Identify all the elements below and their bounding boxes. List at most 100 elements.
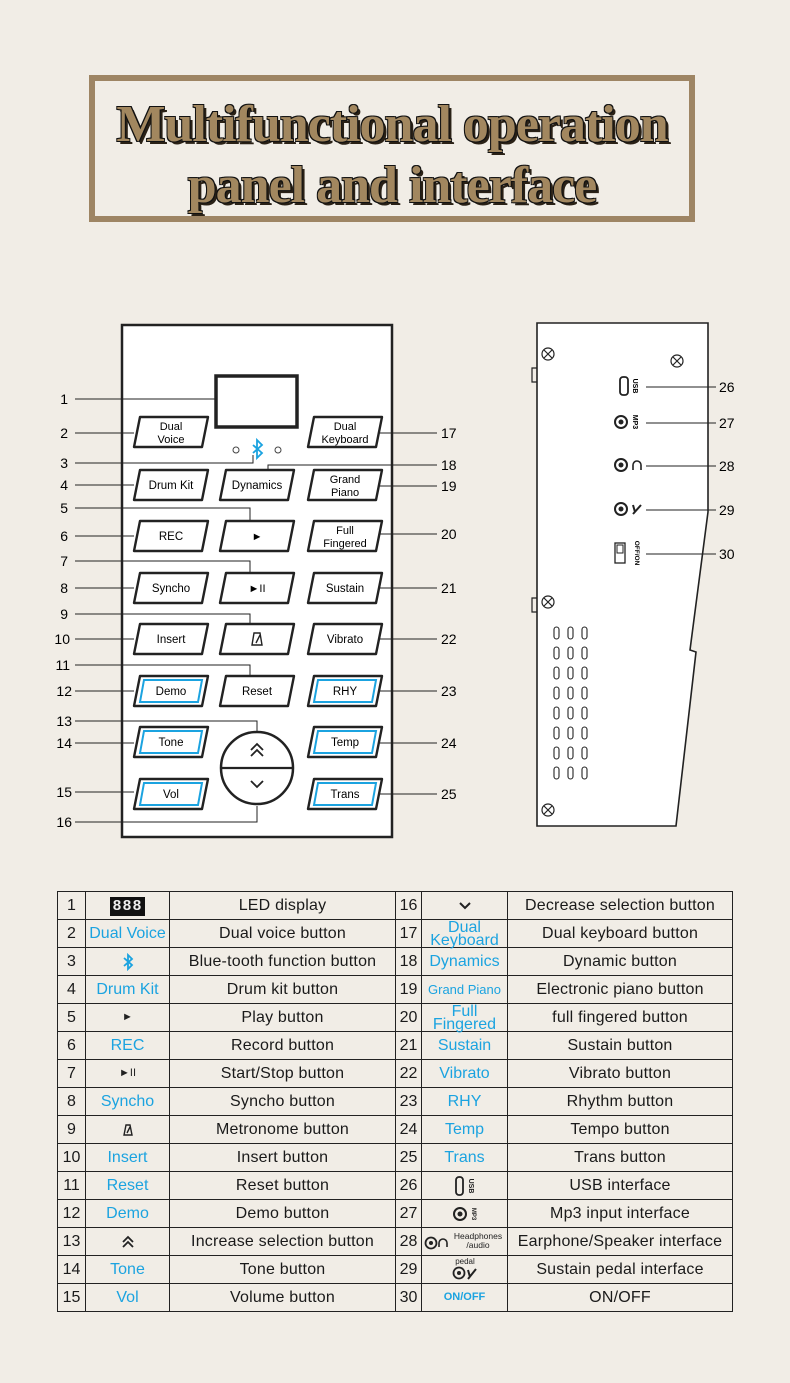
row-num: 7 bbox=[57, 1059, 86, 1088]
callout-21: 21 bbox=[441, 580, 457, 596]
bluetooth-icon bbox=[252, 437, 264, 461]
row-symbol: Syncho bbox=[85, 1087, 170, 1116]
row-desc: Trans button bbox=[507, 1143, 733, 1172]
double-chevron-up-icon[interactable] bbox=[250, 742, 264, 757]
row-desc: LED display bbox=[169, 891, 396, 920]
table-row: 6 REC Record button 21 Sustain Sustain b… bbox=[57, 1031, 733, 1060]
callout-20: 20 bbox=[441, 526, 457, 542]
chevron-down-icon[interactable] bbox=[250, 780, 264, 789]
row-num: 29 bbox=[395, 1255, 422, 1284]
row-symbol: Grand Piano bbox=[421, 975, 508, 1004]
row-symbol: RHY bbox=[421, 1087, 508, 1116]
table-row: 15 Vol Volume button 30 ON/OFF ON/OFF bbox=[57, 1283, 733, 1312]
row-num: 15 bbox=[57, 1283, 86, 1312]
syncho-button[interactable]: Syncho bbox=[132, 571, 210, 605]
title-line-2: panel and interface bbox=[187, 157, 598, 214]
power-switch[interactable] bbox=[614, 542, 626, 564]
led-display bbox=[214, 374, 299, 429]
callout-10: 10 bbox=[54, 631, 70, 647]
start-stop-button[interactable]: ►II bbox=[218, 571, 296, 605]
play-icon: ► bbox=[85, 1003, 170, 1032]
row-symbol: Dynamics bbox=[421, 947, 508, 976]
svg-text:►II: ►II bbox=[249, 583, 266, 595]
row-num: 18 bbox=[395, 947, 422, 976]
mp3-jack-icon[interactable] bbox=[614, 415, 628, 429]
row-desc: Dual keyboard button bbox=[507, 919, 733, 948]
pedal-jack-icon[interactable] bbox=[614, 502, 628, 516]
svg-text:Insert: Insert bbox=[157, 634, 187, 646]
svg-text:Temp: Temp bbox=[331, 737, 359, 749]
bluetooth-icon bbox=[122, 952, 133, 971]
callout-23: 23 bbox=[441, 683, 457, 699]
rhy-button[interactable]: RHY bbox=[306, 674, 384, 708]
trans-button[interactable]: Trans bbox=[306, 777, 384, 811]
play-button[interactable]: ► bbox=[218, 519, 296, 553]
row-num: 25 bbox=[395, 1143, 422, 1172]
row-num: 26 bbox=[395, 1171, 422, 1200]
callout-6: 6 bbox=[60, 528, 68, 544]
svg-text:Demo: Demo bbox=[156, 686, 187, 698]
row-desc: Earphone/Speaker interface bbox=[507, 1227, 733, 1256]
svg-text:Tone: Tone bbox=[159, 737, 184, 749]
row-desc: ON/OFF bbox=[507, 1283, 733, 1312]
drum-kit-button[interactable]: Drum Kit bbox=[132, 468, 210, 502]
row-symbol: Drum Kit bbox=[85, 975, 170, 1004]
reset-button[interactable]: Reset bbox=[218, 674, 296, 708]
table-row: 9 Metronome button 24 Temp Tempo button bbox=[57, 1115, 733, 1144]
usb-port-icon[interactable] bbox=[619, 376, 629, 396]
row-symbol: Full Fingered bbox=[421, 1003, 508, 1032]
callout-18: 18 bbox=[441, 457, 457, 473]
svg-text:►: ► bbox=[252, 531, 263, 543]
svg-text:Sustain: Sustain bbox=[326, 583, 364, 595]
dynamics-button[interactable]: Dynamics bbox=[218, 468, 296, 502]
row-symbol: Tone bbox=[85, 1255, 170, 1284]
headphone-jack-icon[interactable] bbox=[614, 458, 628, 472]
svg-text:Grand: Grand bbox=[330, 474, 361, 486]
row-num: 9 bbox=[57, 1115, 86, 1144]
metronome-button[interactable] bbox=[218, 622, 296, 656]
row-symbol: Temp bbox=[421, 1115, 508, 1144]
headphones-icon bbox=[632, 460, 642, 470]
row-desc: Reset button bbox=[169, 1171, 396, 1200]
table-row: 1 888 LED display 16 Decrease selection … bbox=[57, 891, 733, 920]
row-desc: Sustain button bbox=[507, 1031, 733, 1060]
row-num: 21 bbox=[395, 1031, 422, 1060]
row-num: 1 bbox=[57, 891, 86, 920]
vol-button[interactable]: Vol bbox=[132, 777, 210, 811]
callout-28: 28 bbox=[719, 458, 735, 474]
row-symbol: Dual Keyboard bbox=[421, 919, 508, 948]
chevron-down-icon bbox=[458, 902, 471, 910]
row-num: 13 bbox=[57, 1227, 86, 1256]
callout-24: 24 bbox=[441, 735, 457, 751]
row-num: 6 bbox=[57, 1031, 86, 1060]
svg-text:Trans: Trans bbox=[331, 789, 360, 801]
temp-button[interactable]: Temp bbox=[306, 725, 384, 759]
callout-3: 3 bbox=[60, 455, 68, 471]
row-num: 27 bbox=[395, 1199, 422, 1228]
tone-button[interactable]: Tone bbox=[132, 725, 210, 759]
svg-text:RHY: RHY bbox=[333, 686, 358, 698]
svg-text:Dynamics: Dynamics bbox=[232, 480, 283, 492]
svg-text:Headphones: Headphones bbox=[453, 1231, 501, 1241]
callout-14: 14 bbox=[56, 735, 72, 751]
table-row: 13 Increase selection button 28 Headphon… bbox=[57, 1227, 733, 1256]
row-desc: Vibrato button bbox=[507, 1059, 733, 1088]
svg-text:Dual: Dual bbox=[334, 421, 357, 433]
sustain-button[interactable]: Sustain bbox=[306, 571, 384, 605]
table-row: 2 Dual Voice Dual voice button 17 Dual K… bbox=[57, 919, 733, 948]
row-desc: Increase selection button bbox=[169, 1227, 396, 1256]
row-desc: Metronome button bbox=[169, 1115, 396, 1144]
svg-text:REC: REC bbox=[159, 531, 183, 543]
up-down-knob[interactable] bbox=[219, 730, 295, 806]
demo-button[interactable]: Demo bbox=[132, 674, 210, 708]
row-num: 10 bbox=[57, 1143, 86, 1172]
vibrato-button[interactable]: Vibrato bbox=[306, 622, 384, 656]
insert-button[interactable]: Insert bbox=[132, 622, 210, 656]
callout-29: 29 bbox=[719, 502, 735, 518]
rec-button[interactable]: REC bbox=[132, 519, 210, 553]
